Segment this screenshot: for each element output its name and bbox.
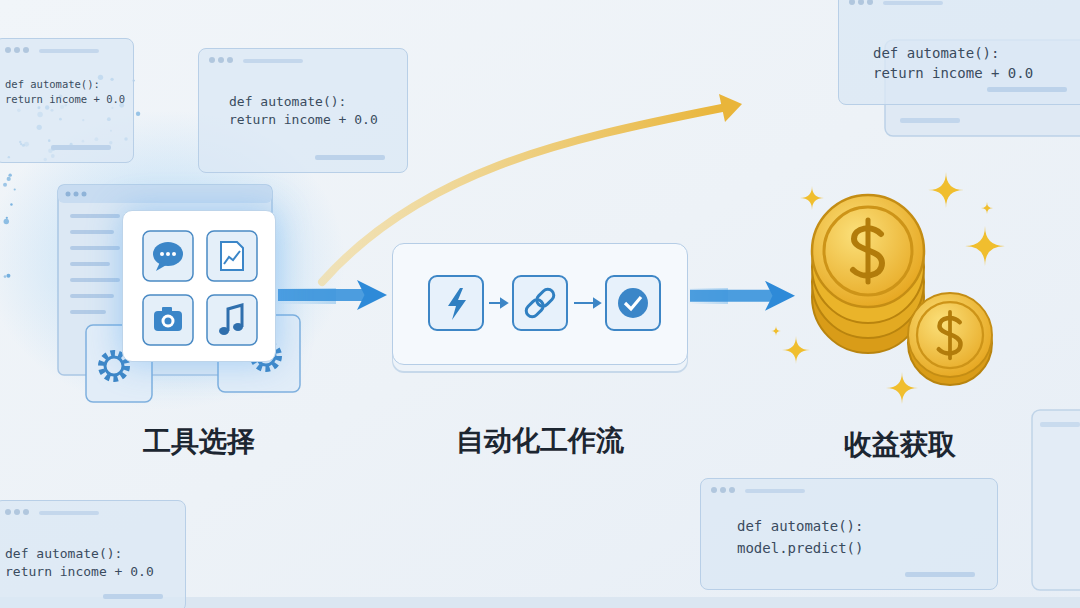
window-dot — [227, 57, 233, 63]
window-dot — [5, 47, 11, 53]
code-text: def automate(): — [5, 77, 125, 92]
window-dots — [5, 509, 35, 517]
window-dot — [5, 509, 11, 515]
coin-stack-icons — [800, 185, 1000, 390]
window-header-bar — [243, 59, 303, 63]
coin-stack: 收益获取 — [800, 185, 1000, 390]
stage-label: 自动化工作流 — [456, 422, 624, 460]
code-text: def automate(): — [229, 93, 391, 111]
window-header-bar — [745, 489, 805, 493]
window-dot — [711, 487, 717, 493]
window-footer-bar — [315, 155, 385, 160]
flow-arrow — [690, 290, 780, 302]
window-dot — [209, 57, 215, 63]
window-dot — [218, 57, 224, 63]
window-dot — [14, 509, 20, 515]
window-footer-bar — [103, 594, 163, 599]
window-dot — [858, 0, 864, 5]
window-dots — [711, 487, 741, 495]
workflow-box: 自动化工作流 — [392, 243, 688, 365]
code-window: def automate():return income + 0.0 — [198, 48, 408, 173]
window-dot — [867, 0, 873, 5]
window-header-bar — [883, 1, 943, 5]
window-dots — [5, 47, 35, 55]
window-dot — [849, 0, 855, 5]
code-text: return income + 0.0 — [873, 63, 1069, 83]
window-footer-bar — [987, 87, 1067, 92]
tool-panel: 工具选择 — [122, 210, 276, 362]
window-footer-bar — [905, 572, 975, 577]
code-text: return income + 0.0 — [5, 563, 173, 581]
code-text: def automate(): — [873, 43, 1069, 63]
code-window: def automate():return income + 0.0 — [0, 500, 186, 608]
window-dot — [23, 509, 29, 515]
code-window: def automate():model.predict() — [700, 478, 998, 590]
flow-arrow — [278, 289, 372, 301]
window-dot — [23, 47, 29, 53]
code-text: return income + 0.0 — [5, 92, 125, 107]
window-dots — [849, 0, 879, 7]
code-text: return income + 0.0 — [229, 111, 391, 129]
tool-panel-icons — [123, 211, 277, 363]
code-window: def automate():return income + 0.0 — [838, 0, 1080, 105]
window-header-bar — [39, 49, 99, 53]
window-dot — [14, 47, 20, 53]
code-window: def automate():return income + 0.0 — [0, 38, 134, 163]
code-window-edge — [1032, 410, 1080, 590]
window-footer-bar — [51, 145, 111, 150]
window-dot — [729, 487, 735, 493]
code-text: def automate(): — [5, 545, 173, 563]
window-dot — [720, 487, 726, 493]
sparkles — [771, 172, 1005, 404]
window-dots — [209, 57, 239, 65]
workflow-box-icons — [393, 244, 689, 366]
code-text: model.predict() — [737, 537, 977, 559]
window-header-bar — [39, 511, 99, 515]
stage-label: 收益获取 — [844, 426, 956, 464]
stage-label: 工具选择 — [143, 423, 255, 461]
code-text: def automate(): — [737, 515, 977, 537]
